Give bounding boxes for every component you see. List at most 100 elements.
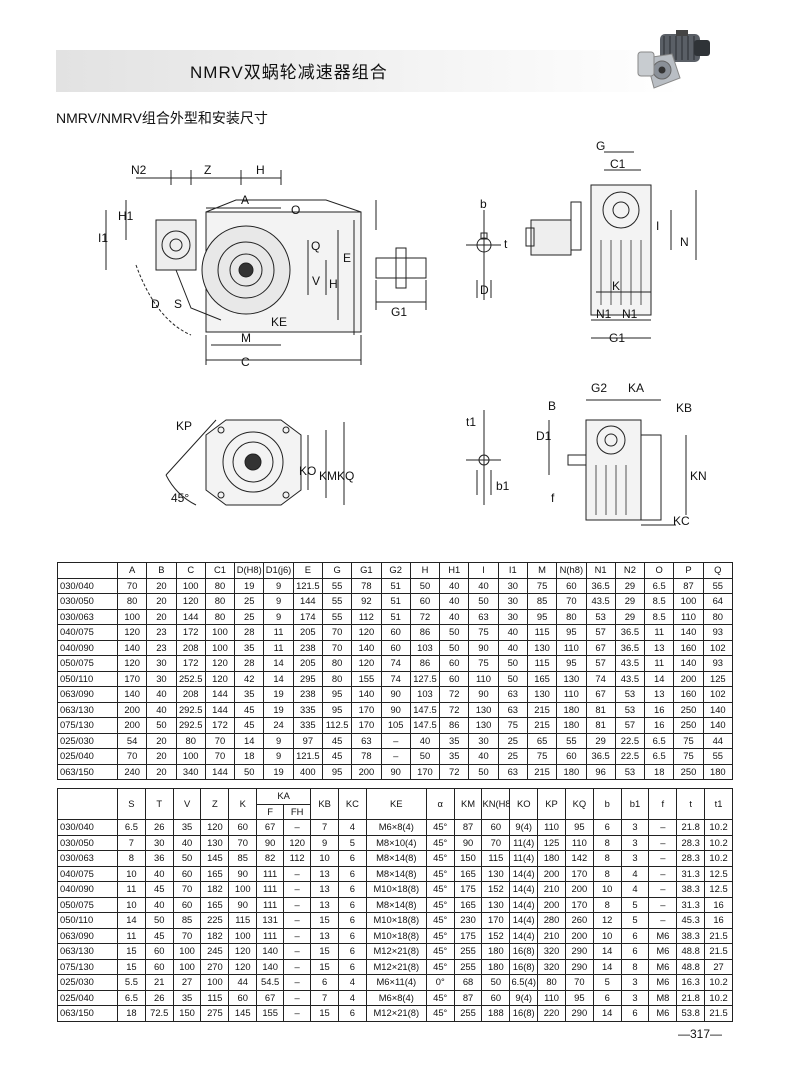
table-cell: 210 [537, 881, 566, 898]
table-cell: 87 [453, 989, 483, 1006]
table-cell: 170 [409, 763, 441, 780]
table-cell: 44 [702, 732, 734, 749]
table-cell: 85 [172, 912, 202, 929]
flange-view-drawing [165, 419, 345, 506]
table-cell: 85 [526, 593, 558, 610]
table-cell: M6×8(4) [365, 989, 427, 1006]
table-cell: 10.2 [704, 819, 733, 836]
table-cell: 28.3 [676, 834, 706, 851]
table-cell: 11(4) [509, 834, 539, 851]
table-cell: 200 [116, 717, 148, 734]
table-cell: 110 [537, 989, 566, 1006]
table-cell: 230 [453, 912, 483, 929]
table-cell: 205 [292, 624, 323, 641]
table-cell: 45° [425, 834, 455, 851]
table-cell: 63 [351, 732, 382, 749]
table-cell: 10.2 [704, 850, 733, 867]
table-cell: 10 [117, 896, 146, 913]
table-cell: 80 [204, 593, 236, 610]
table-cell: 111 [256, 896, 285, 913]
table-cell: 7 [117, 834, 146, 851]
table-cell: 70 [481, 834, 511, 851]
table-cell: 75 [526, 748, 558, 765]
table-cell: 16 [704, 912, 733, 929]
table-cell: 6 [337, 958, 367, 975]
table-cell: M8×14(8) [365, 865, 427, 882]
table-cell: 78 [351, 577, 382, 594]
table-cell: 110 [556, 686, 587, 703]
side-view-drawing [525, 151, 697, 339]
table-cell: 15 [117, 943, 146, 960]
table2-subheader-cell: FH [283, 803, 312, 820]
table-cell: 120 [351, 655, 382, 672]
table-cell: 81 [585, 701, 616, 718]
table-cell: 13 [310, 927, 339, 944]
table-cell: 4 [337, 989, 367, 1006]
table-cell: 208 [175, 686, 206, 703]
table-cell: 64 [702, 593, 734, 610]
table-cell: 14(4) [509, 927, 539, 944]
table-cell: 110 [564, 834, 594, 851]
table-cell: 22.5 [614, 732, 646, 749]
table-cell: 11 [117, 881, 146, 898]
table-cell: 30 [146, 655, 177, 672]
table-cell: 120 [200, 819, 230, 836]
table-cell: 250 [673, 701, 704, 718]
table-cell: 025/040 [57, 748, 118, 765]
table-cell: 100 [172, 958, 202, 975]
table-cell: 45° [425, 912, 455, 929]
table-cell: 025/040 [57, 989, 118, 1006]
table-cell: 103 [409, 639, 441, 656]
table-cell: 20 [146, 608, 177, 625]
table-cell: 60 [228, 989, 258, 1006]
small-keyway-drawing [466, 410, 501, 505]
table-cell: 170 [481, 912, 511, 929]
table-cell: 35 [234, 686, 265, 703]
table-cell: 70 [204, 732, 236, 749]
label-O: O [291, 203, 300, 217]
table-cell: 130 [200, 834, 230, 851]
table-cell: 105 [380, 717, 411, 734]
table-cell: 90 [380, 763, 411, 780]
table-cell: 0° [425, 974, 455, 991]
table-cell: 115 [228, 912, 258, 929]
label-angle-45: 45° [171, 491, 189, 505]
table-cell: 9(4) [509, 989, 539, 1006]
table-cell: 170 [564, 865, 594, 882]
table1-header-cell: N2 [614, 562, 646, 579]
table-cell: 67 [585, 686, 616, 703]
label-KC: KC [673, 514, 690, 528]
table-cell: 22.5 [614, 748, 646, 765]
table-cell: 182 [200, 927, 230, 944]
label-B: B [548, 399, 556, 413]
table-cell: 54 [116, 732, 148, 749]
table-cell: 16 [644, 717, 675, 734]
table-cell: 290 [564, 958, 594, 975]
table-cell: 030/050 [57, 593, 118, 610]
table-cell: 115 [526, 655, 558, 672]
table-cell: 063/130 [57, 943, 118, 960]
label-KB: KB [676, 401, 692, 415]
table-cell: 95 [564, 819, 594, 836]
table2-header-cell: KB [310, 788, 339, 820]
label-N1-right: N1 [622, 307, 638, 321]
table-cell: 140 [351, 639, 382, 656]
table-cell: 14(4) [509, 881, 539, 898]
label-G1-shaft: G1 [391, 305, 407, 319]
table-cell: 102 [702, 686, 734, 703]
table-cell: 275 [200, 1005, 230, 1022]
table-cell: 14 [263, 670, 294, 687]
table-cell: – [283, 865, 312, 882]
table-cell: 25 [234, 608, 265, 625]
table-cell: 96 [585, 763, 616, 780]
table-cell: 29 [614, 608, 646, 625]
table-cell: M6 [648, 927, 678, 944]
table-cell: 11 [263, 639, 294, 656]
table-cell: – [648, 896, 678, 913]
